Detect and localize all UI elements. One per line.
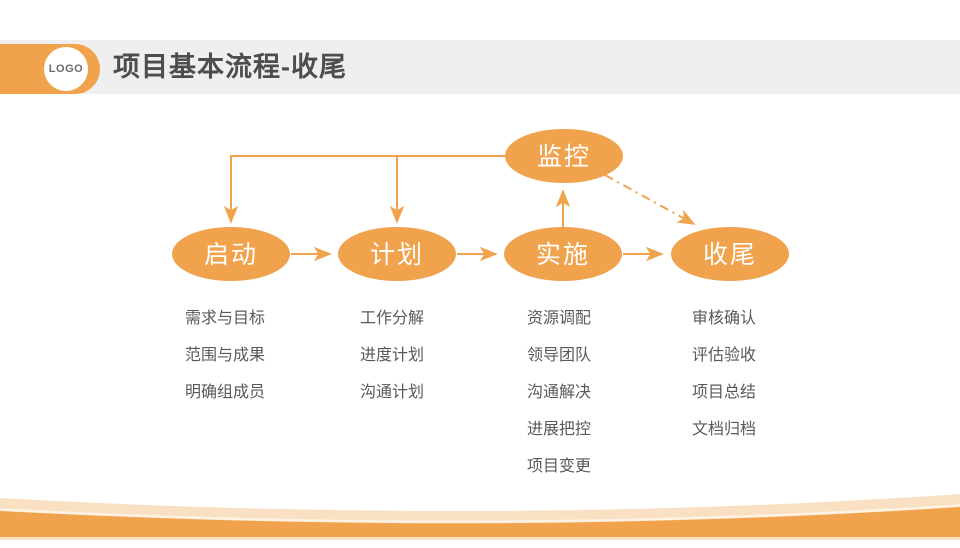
list-item: 领导团队: [527, 347, 592, 364]
list-item: 进度计划: [360, 347, 425, 364]
node-close[interactable]: [671, 227, 789, 281]
process-flow-diagram: 监控 启动 计划 实施 收尾: [172, 129, 789, 281]
footer-highlight-line: [0, 504, 960, 524]
footer-wave-decoration: [0, 494, 960, 540]
node-close-label: 收尾: [703, 241, 757, 269]
footer-orange-band: [0, 507, 960, 537]
node-implement[interactable]: [504, 227, 622, 281]
list-item: 评估验收: [692, 347, 757, 364]
list-item: 明确组成员: [185, 384, 266, 401]
node-plan-label: 计划: [370, 241, 424, 269]
connector-monitor-to-close-dashed: [604, 174, 696, 225]
list-item: 沟通解决: [527, 384, 592, 401]
header-bar: [0, 40, 960, 94]
node-monitor[interactable]: [505, 129, 623, 183]
close-item-list: 审核确认 评估验收 项目总结 文档归档: [692, 300, 842, 448]
list-item: 项目总结: [692, 384, 757, 401]
implement-item-list: 资源调配 领导团队 沟通解决 进展把控 项目变更: [527, 300, 677, 485]
list-item: 进展把控: [527, 421, 592, 438]
node-start-label: 启动: [204, 241, 258, 269]
list-item: 审核确认: [692, 310, 757, 327]
node-start[interactable]: [172, 227, 290, 281]
plan-item-list: 工作分解 进度计划 沟通计划: [360, 300, 510, 411]
page-title: 项目基本流程-收尾: [113, 52, 347, 82]
list-item: 需求与目标: [185, 310, 266, 327]
list-item: 范围与成果: [185, 347, 266, 364]
list-item: 文档归档: [692, 421, 757, 438]
node-monitor-label: 监控: [537, 143, 591, 171]
list-item: 资源调配: [527, 310, 592, 327]
logo-icon: LOGO: [44, 47, 88, 91]
node-implement-label: 实施: [536, 241, 590, 269]
list-item: 工作分解: [360, 310, 425, 327]
connector-monitor-to-start: [223, 155, 505, 224]
node-plan[interactable]: [338, 227, 456, 281]
start-item-list: 需求与目标 范围与成果 明确组成员: [185, 300, 335, 411]
list-item: 沟通计划: [360, 384, 425, 401]
list-item: 项目变更: [527, 458, 592, 475]
